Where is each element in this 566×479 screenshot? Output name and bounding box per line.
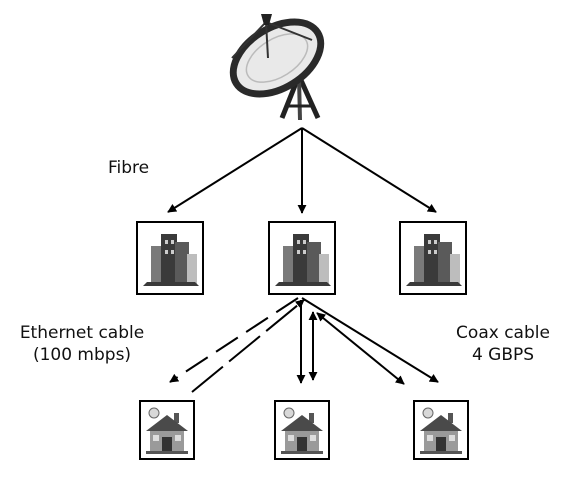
city-building-icon: [136, 221, 204, 295]
coax-cable-label: Coax cable 4 GBPS: [445, 322, 561, 366]
house-icon: [413, 400, 469, 460]
fibre-label: Fibre: [108, 158, 150, 178]
coax-cable-name: Coax cable: [456, 323, 550, 343]
ethernet-cable-name: Ethernet cable: [19, 323, 145, 343]
cable-links: [169, 297, 439, 393]
city-building-icon: [268, 221, 336, 295]
satellite-dish-icon: [229, 14, 325, 121]
ethernet-cable-speed: (100 mbps): [32, 345, 132, 365]
ethernet-cable-label: Ethernet cable (100 mbps): [7, 322, 157, 366]
city-building-icon: [399, 221, 467, 295]
house-icon: [274, 400, 330, 460]
coax-cable-speed: 4 GBPS: [471, 345, 535, 365]
fibre-links: [167, 127, 437, 214]
house-icon: [139, 400, 195, 460]
